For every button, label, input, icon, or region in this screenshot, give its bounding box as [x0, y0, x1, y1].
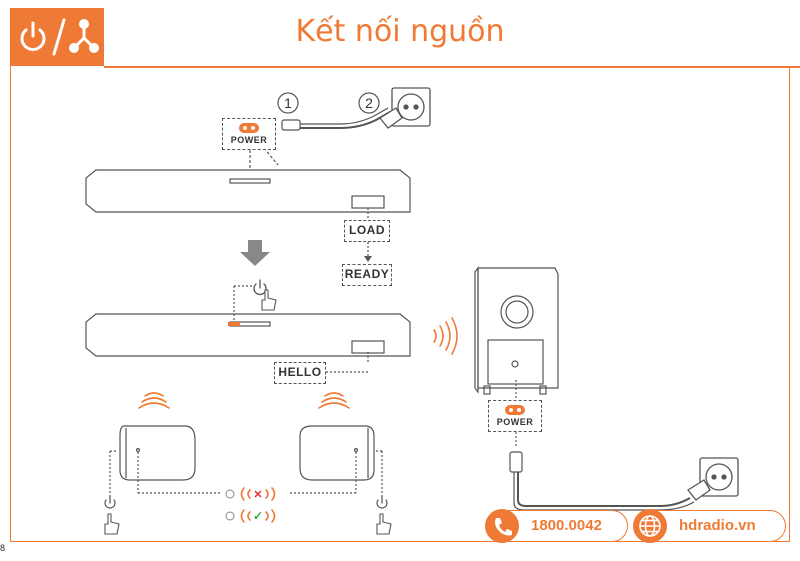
website-url: hdradio.vn	[679, 517, 756, 534]
hello-label: HELLO	[274, 362, 326, 384]
header-icon-block	[10, 8, 104, 66]
step-1	[277, 92, 299, 114]
power-port-label-top: POWER	[222, 118, 276, 150]
power-port-label-sub: POWER	[488, 400, 542, 432]
page-title: Kết nối nguồn	[295, 14, 505, 49]
rear-speaker-right	[299, 425, 375, 481]
power-network-icon	[20, 18, 99, 56]
power-indicator	[228, 322, 240, 326]
wireless-wave-icon	[138, 317, 458, 523]
soundbar-bottom	[85, 313, 411, 357]
step-1-label: 1	[284, 95, 292, 111]
rear-speaker-left	[119, 425, 196, 481]
phone-icon	[485, 509, 519, 543]
power-label: POWER	[230, 135, 268, 145]
wall-socket-sub	[687, 457, 739, 501]
page-number: 8	[0, 543, 6, 553]
step-2	[358, 92, 380, 114]
power-port-icon	[505, 405, 525, 415]
website-contact[interactable]: hdradio.vn	[633, 509, 786, 543]
hand-pointer-icon	[104, 289, 392, 535]
fail-icon: ✕	[253, 489, 262, 501]
step-2-label: 2	[365, 95, 373, 111]
success-icon: ✓	[253, 509, 263, 523]
phone-contact[interactable]: 1800.0042	[485, 509, 628, 543]
load-label: LOAD	[344, 220, 390, 242]
down-arrow-icon	[240, 240, 270, 266]
led-indicator-icon	[225, 489, 235, 521]
wall-socket-top	[379, 87, 431, 129]
header-divider	[104, 66, 800, 68]
soundbar-top	[85, 169, 411, 213]
globe-icon	[633, 509, 667, 543]
ready-label: READY	[342, 264, 392, 286]
power-button-icon	[253, 279, 267, 296]
power-label: POWER	[496, 417, 534, 427]
power-icon-pair	[104, 495, 388, 509]
content-frame	[10, 66, 790, 542]
power-port-icon	[239, 123, 259, 133]
phone-number: 1800.0042	[531, 517, 602, 534]
